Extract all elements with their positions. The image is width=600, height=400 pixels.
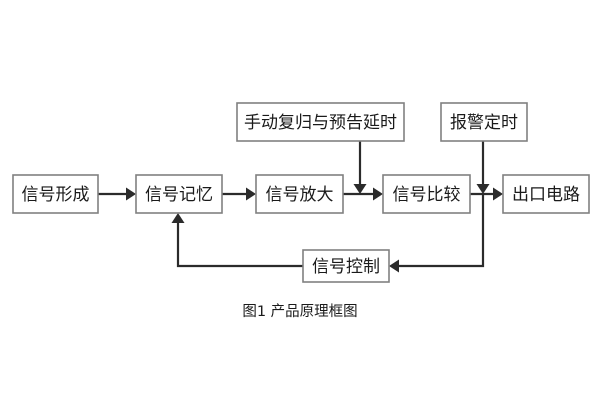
connector-memory-to-amplify (222, 187, 256, 201)
node-box-signal-compare[interactable] (382, 174, 471, 214)
node-box-output-circuit[interactable] (502, 174, 590, 214)
node-alarm-timer[interactable]: 报警定时 (440, 102, 528, 142)
arrow-head-compare-to-output (493, 187, 503, 201)
node-box-signal-memory[interactable] (135, 174, 223, 214)
arrow-head-control-to-memory (171, 213, 185, 223)
node-label-signal-memory: 信号记忆 (145, 185, 213, 205)
connector-compare-to-output (470, 187, 503, 201)
figure-caption: 图1 产品原理框图 (242, 303, 357, 320)
node-label-alarm-timer: 报警定时 (450, 113, 518, 133)
arrow-head-formation-to-memory (126, 187, 136, 201)
node-box-manual-reset-delay[interactable] (236, 102, 405, 142)
connector-control-to-memory (171, 213, 303, 268)
arrow-head-manual-reset-down (353, 184, 367, 194)
node-signal-amplify[interactable]: 信号放大 (255, 174, 344, 214)
arrow-head-amplify-to-compare (373, 187, 383, 201)
node-label-signal-formation: 信号形成 (22, 185, 90, 205)
connector-line-output-feedback-down (394, 194, 485, 268)
node-manual-reset-delay[interactable]: 手动复归与预告延时 (236, 102, 405, 142)
node-box-alarm-timer[interactable] (440, 102, 528, 142)
node-signal-control[interactable]: 信号控制 (302, 249, 390, 283)
connections-layer (98, 141, 503, 273)
arrow-head-alarm-timer-down (476, 184, 490, 194)
connector-output-feedback-down (389, 194, 485, 273)
node-label-output-circuit: 出口电路 (512, 185, 580, 205)
node-label-signal-amplify: 信号放大 (266, 185, 334, 205)
node-output-circuit[interactable]: 出口电路 (502, 174, 590, 214)
arrow-head-memory-to-amplify (246, 187, 256, 201)
node-box-signal-amplify[interactable] (255, 174, 344, 214)
connector-amplify-to-compare (343, 187, 383, 201)
connector-manual-reset-down (353, 141, 367, 194)
node-label-manual-reset-delay: 手动复归与预告延时 (244, 113, 397, 133)
node-signal-compare[interactable]: 信号比较 (382, 174, 471, 214)
node-box-signal-formation[interactable] (12, 174, 99, 214)
connector-line-control-to-memory (176, 219, 303, 268)
node-signal-formation[interactable]: 信号形成 (12, 174, 99, 214)
node-label-signal-compare: 信号比较 (393, 185, 461, 205)
node-label-signal-control: 信号控制 (312, 257, 380, 277)
arrow-head-output-feedback-down (389, 259, 399, 273)
node-signal-memory[interactable]: 信号记忆 (135, 174, 223, 214)
node-box-signal-control[interactable] (302, 249, 390, 283)
connector-formation-to-memory (98, 187, 136, 201)
connector-alarm-timer-down (476, 141, 490, 194)
